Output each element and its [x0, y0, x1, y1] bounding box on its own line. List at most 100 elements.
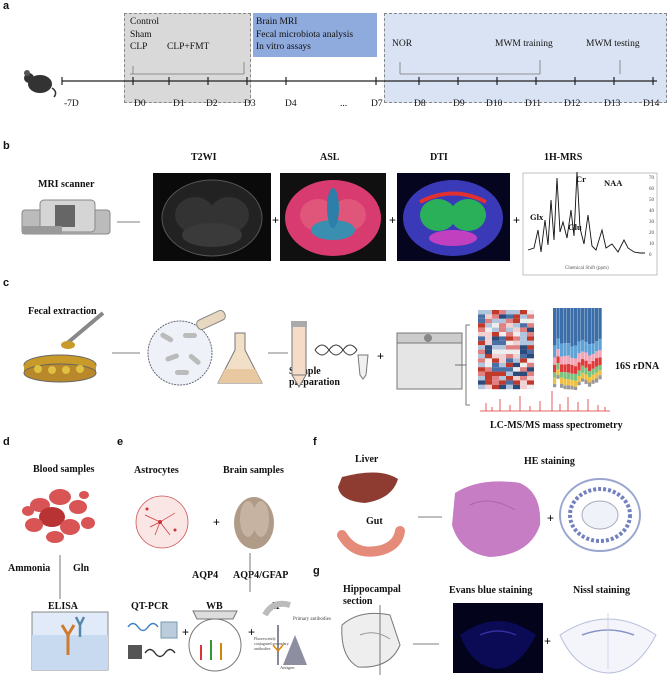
heatmap-cell — [513, 323, 520, 327]
stacked-bar-segment — [564, 372, 567, 379]
stacked-bar-segment — [588, 371, 591, 377]
heatmap-cell — [513, 319, 520, 323]
panel-label-b: b — [3, 140, 10, 152]
heatmap-cell — [499, 336, 506, 340]
stacked-bar-segment — [599, 365, 602, 370]
stacked-bar-segment — [564, 364, 567, 372]
heatmap-cell — [485, 367, 492, 371]
heatmap-cell — [485, 345, 492, 349]
heatmap-cell — [520, 336, 527, 340]
stacked-bar-segment — [564, 343, 567, 356]
stacked-bar-segment — [595, 358, 598, 366]
heatmap-cell — [506, 367, 513, 371]
heatmap-cell — [478, 372, 485, 376]
stacked-bar-segment — [553, 372, 556, 377]
stacked-bar-segment — [560, 384, 563, 388]
heatmap-cell — [520, 380, 527, 384]
heatmap-cell — [506, 354, 513, 358]
stacked-bar-segment — [588, 382, 591, 386]
stacked-bar-segment — [595, 341, 598, 351]
heatmap-cell — [478, 314, 485, 318]
heatmap-cell — [506, 319, 513, 323]
mrs-ytick: 40 — [649, 206, 654, 217]
heatmap-cell — [485, 341, 492, 345]
mass-spectrum — [486, 391, 605, 411]
stacked-bar-segment — [592, 308, 595, 344]
svg-text:+: + — [513, 213, 520, 227]
heatmap-cell — [506, 314, 513, 318]
heatmap-cell — [492, 376, 499, 380]
stacked-bar-segment — [599, 350, 602, 357]
stacked-bar-plot — [553, 308, 602, 390]
if-antigen-label: Antigen — [280, 665, 295, 670]
stacked-bar-segment — [585, 361, 588, 368]
heatmap-cell — [527, 380, 534, 384]
stacked-bar-segment — [574, 346, 577, 359]
heatmap-cell — [527, 319, 534, 323]
svg-text:+: + — [213, 515, 220, 529]
heatmap-cell — [492, 367, 499, 371]
heatmap-cell — [492, 341, 499, 345]
stacked-bar-segment — [581, 366, 584, 373]
heatmap-cell — [527, 332, 534, 336]
heatmap-cell — [478, 380, 485, 384]
day-d14: D14 — [643, 99, 659, 109]
heatmap-cell — [513, 336, 520, 340]
heatmap-cell — [485, 323, 492, 327]
mrs-ytick: 20 — [649, 228, 654, 239]
heatmap-cell — [478, 336, 485, 340]
stacked-bar-segment — [592, 354, 595, 361]
mri-scanner-icon — [22, 200, 110, 234]
heatmap-cell — [527, 363, 534, 367]
brain-section-icon — [342, 605, 400, 675]
heatmap-cell — [506, 332, 513, 336]
stacked-bar-segment — [595, 378, 598, 382]
heatmap-cell — [485, 328, 492, 332]
stacked-bar-segment — [581, 308, 584, 340]
heatmap-cell — [520, 328, 527, 332]
heatmap-cell — [492, 319, 499, 323]
mrs-ytick: 30 — [649, 217, 654, 228]
heatmap-cell — [492, 354, 499, 358]
nissl-image — [560, 613, 656, 673]
stacked-bar-segment — [578, 382, 581, 386]
day-d12: D12 — [564, 99, 580, 109]
heatmap-cell — [499, 341, 506, 345]
heatmap-cell — [527, 354, 534, 358]
heatmap-cell — [527, 345, 534, 349]
heatmap-cell — [499, 376, 506, 380]
stacked-bar-segment — [567, 355, 570, 363]
heatmap-cell — [478, 310, 485, 314]
stacked-bar-segment — [599, 370, 602, 375]
stacked-bar-segment — [557, 375, 560, 379]
mrs-ytick: 60 — [649, 184, 654, 195]
heatmap-cell — [485, 310, 492, 314]
stacked-bar-segment — [553, 308, 556, 345]
stacked-bar-segment — [599, 375, 602, 379]
heatmap-cell — [513, 341, 520, 345]
stacked-bar-segment — [595, 351, 598, 358]
heatmap-cell — [492, 372, 499, 376]
heatmap-cell — [485, 363, 492, 367]
svg-text:+: + — [547, 511, 554, 525]
heatmap-cell — [478, 363, 485, 367]
stacked-bar-segment — [585, 353, 588, 361]
stacked-bar-segment — [574, 308, 577, 346]
stacked-bar-segment — [581, 352, 584, 359]
stacked-bar-segment — [557, 370, 560, 375]
heatmap-cell — [492, 380, 499, 384]
stacked-bar-segment — [574, 387, 577, 390]
qtpcr-icon — [128, 622, 177, 659]
heatmap-cell — [478, 328, 485, 332]
heatmap-cell — [506, 345, 513, 349]
heatmap-cell — [492, 385, 499, 389]
stacked-bar-segment — [571, 347, 574, 358]
stacked-bar-segment — [564, 308, 567, 343]
day--7d: -7D — [64, 99, 79, 109]
day-d3: D3 — [244, 99, 256, 109]
stacked-bar-segment — [588, 377, 591, 382]
stacked-bar-segment — [560, 308, 563, 344]
heatmap-cell — [520, 358, 527, 362]
bacteria-icon — [148, 321, 212, 385]
heatmap-cell — [506, 328, 513, 332]
